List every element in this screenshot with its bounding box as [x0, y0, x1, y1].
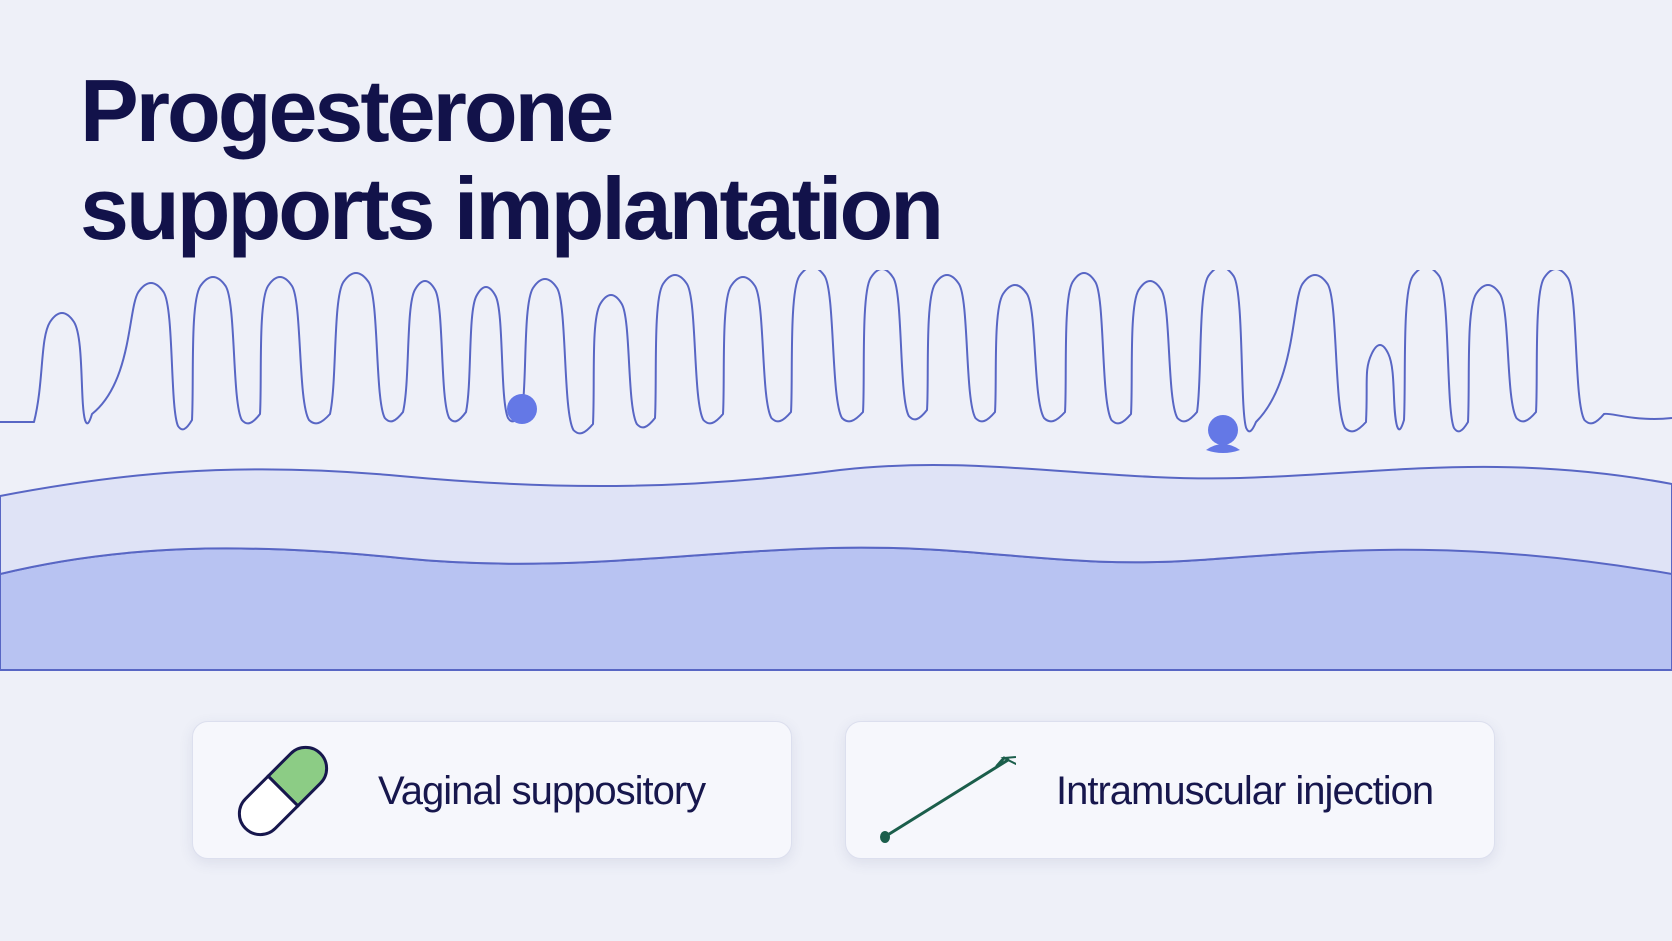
- capsule-icon: [237, 745, 329, 837]
- endometrial-glands: [0, 270, 1672, 435]
- basal-layer: [0, 546, 1672, 671]
- embryo-2-attachment: [1206, 444, 1240, 453]
- page-title: Progesterone supports implantation: [80, 61, 944, 258]
- embryo-2: [1208, 415, 1238, 445]
- vaginal-suppository-label: Vaginal suppository: [378, 769, 706, 813]
- functional-layer: [0, 464, 1672, 576]
- vaginal-suppository-card[interactable]: Vaginal suppository: [192, 721, 792, 859]
- syringe-icon: [880, 755, 1016, 843]
- intramuscular-injection-card[interactable]: Intramuscular injection: [845, 721, 1495, 859]
- title-line-1: Progesterone: [80, 61, 614, 160]
- embryo-1: [507, 394, 537, 424]
- title-line-2: supports implantation: [80, 159, 944, 258]
- intramuscular-injection-label: Intramuscular injection: [1056, 769, 1434, 813]
- endometrium-diagram: [0, 270, 1672, 671]
